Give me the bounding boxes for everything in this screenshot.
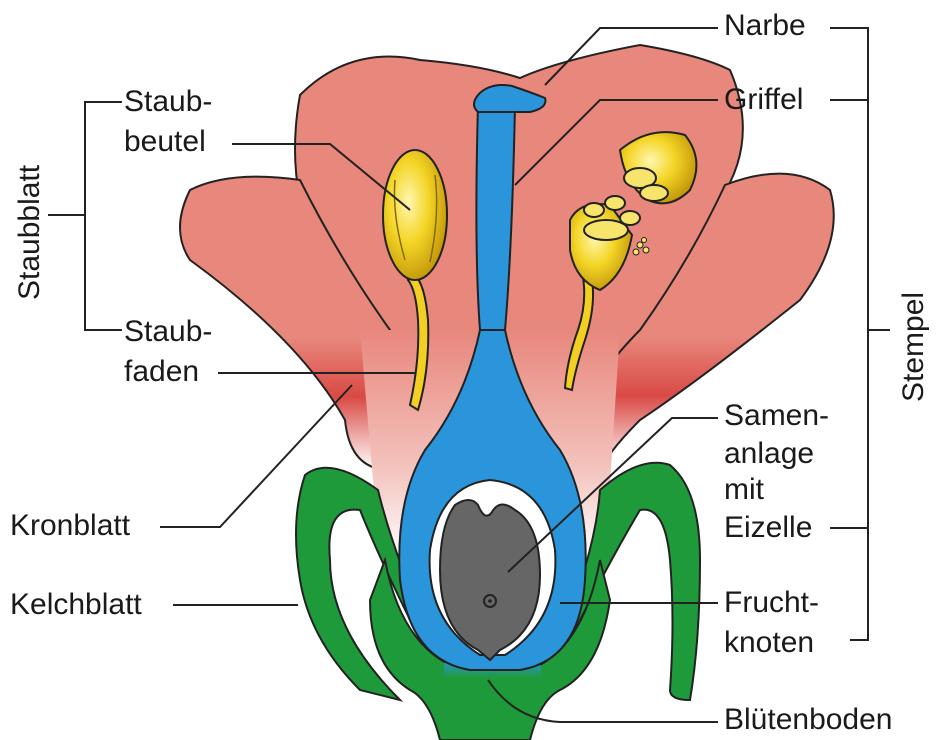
label-narbe: Narbe [724,8,806,44]
label-kronblatt: Kronblatt [10,508,130,544]
label-stempel: Stempel [896,292,932,402]
label-staubblatt: Staubblatt [12,165,48,300]
label-samenanlage-line4: Eizelle [724,510,812,546]
bracket-stempel [830,28,890,640]
label-griffel: Griffel [724,82,803,118]
bracket-staubblatt [48,102,122,330]
anther-left [383,150,447,280]
label-kelchblatt: Kelchblatt [10,587,142,623]
label-staubbeutel-line1: Staub- [124,84,212,120]
label-fruchtknoten-line1: Frucht- [724,585,819,621]
label-staubfaden-line1: Staub- [124,314,212,350]
label-samenanlage-line2: anlage [724,436,814,472]
label-bluetenboden: Blütenboden [724,702,893,738]
label-fruchtknoten-line2: knoten [724,625,814,661]
egg-cell-nucleus [488,599,492,603]
label-staubbeutel-line2: beutel [124,124,206,160]
label-staubfaden-line2: faden [124,354,199,390]
label-samenanlage-line1: Samen- [724,398,829,434]
label-samenanlage-line3: mit [724,472,764,508]
